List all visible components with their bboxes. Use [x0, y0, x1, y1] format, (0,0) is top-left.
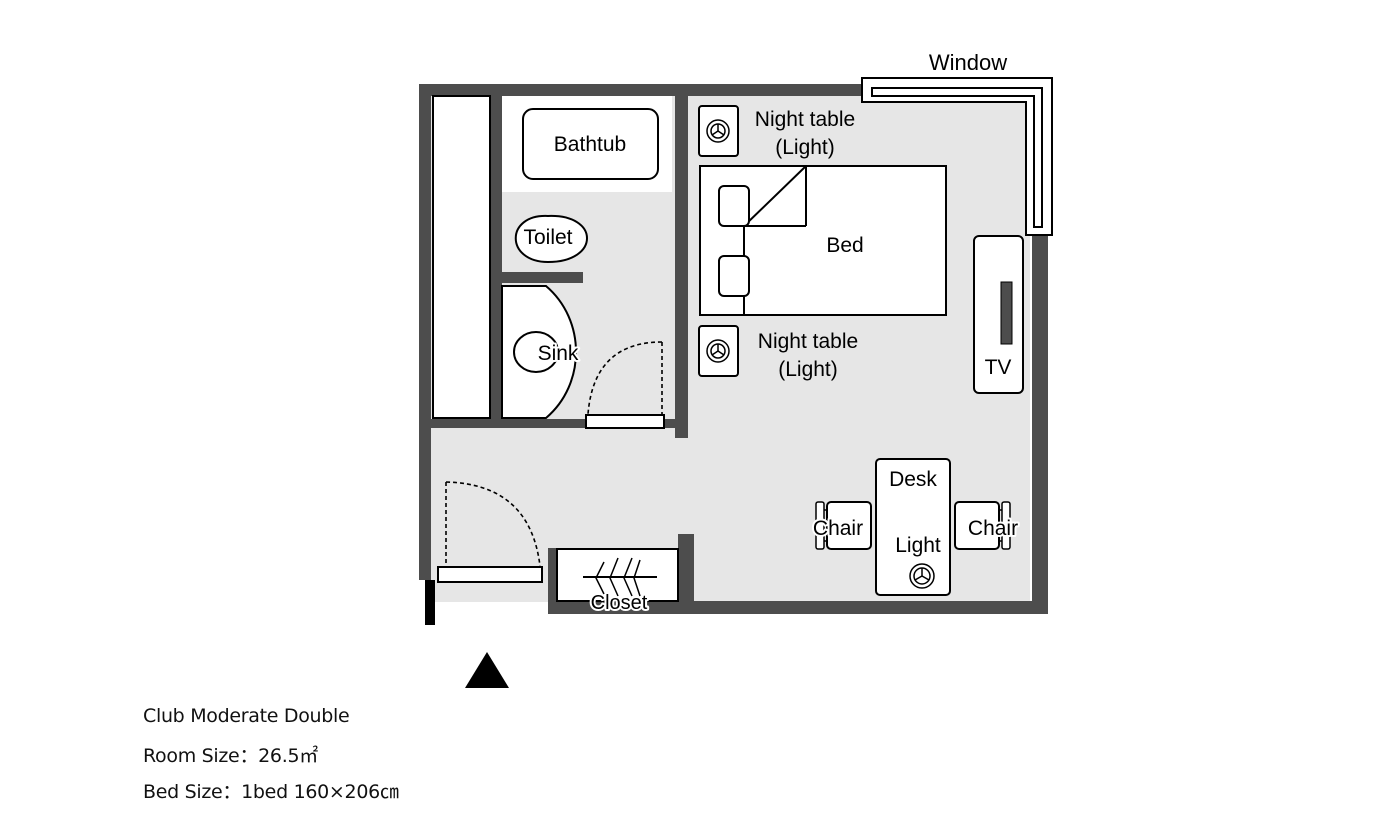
night-table-top-label: Night table: [755, 108, 855, 131]
toilet-label: Toilet: [523, 226, 572, 249]
bathtub-label: Bathtub: [554, 133, 626, 156]
entrance-arrow-icon: [465, 652, 509, 688]
walls: [419, 84, 1048, 625]
bathtub: [522, 108, 659, 180]
entrance-door[interactable]: [437, 481, 543, 583]
room-name: Club Moderate Double: [143, 705, 350, 727]
window: [861, 77, 1053, 236]
window-label: Window: [929, 50, 1007, 75]
pillow-top: [718, 185, 750, 227]
closet-label: Closet: [591, 592, 648, 614]
tv-label: TV: [985, 356, 1012, 379]
night-table-bottom: [698, 325, 739, 377]
chair-right-label: Chair: [968, 517, 1018, 540]
desk-label: Desk: [889, 468, 937, 491]
room-size: Room Size：26.5㎡: [143, 745, 318, 767]
sink-label: Sink: [538, 342, 579, 365]
bed: [699, 165, 947, 316]
bed-label: Bed: [826, 234, 863, 257]
closet: [556, 548, 679, 602]
storage-cabinet: [432, 95, 491, 419]
toilet: [514, 214, 588, 264]
tv-screen: [1000, 281, 1013, 345]
sink-counter: [501, 285, 577, 419]
bed-size: Bed Size：1bed 160×206㎝: [143, 781, 399, 803]
lamp-icon: [909, 563, 935, 589]
desk: [875, 458, 951, 596]
night-table-top-sublabel: (Light): [775, 136, 835, 159]
tv-stand: [973, 235, 1024, 394]
lamp-icon: [706, 339, 730, 363]
chair-left-label: Chair: [813, 517, 863, 540]
chair-left: [815, 501, 872, 550]
labels: Window Bathtub Toilet Sink Night table (…: [523, 50, 1020, 616]
pillow-bottom: [718, 255, 750, 297]
bathroom-door[interactable]: [585, 341, 665, 429]
night-table-bottom-sublabel: (Light): [778, 358, 838, 381]
night-table-top: [698, 105, 739, 157]
desk-light-label: Light: [895, 534, 941, 557]
chair-right: [954, 501, 1011, 550]
night-table-bottom-label: Night table: [758, 330, 858, 353]
lamp-icon: [706, 119, 730, 143]
